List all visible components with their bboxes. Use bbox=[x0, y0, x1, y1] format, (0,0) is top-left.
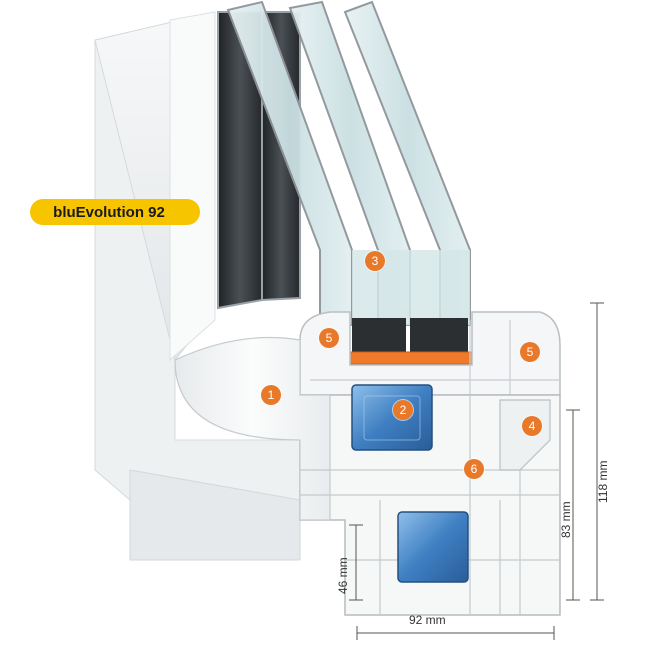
marker-5-right: 5 bbox=[520, 342, 540, 362]
frame-inner-lip bbox=[169, 11, 216, 362]
dimension-46-label: 46 mm bbox=[336, 557, 350, 594]
sash-profile bbox=[299, 311, 561, 396]
dimension-lines bbox=[349, 302, 604, 640]
marker-1: 1 bbox=[261, 385, 281, 405]
wall-plinth bbox=[129, 469, 301, 561]
spacer-bar-1 bbox=[352, 318, 406, 354]
dimension-118-label: 118 mm bbox=[596, 460, 610, 503]
marker-6: 6 bbox=[464, 459, 484, 479]
spacer-bar-2 bbox=[410, 318, 468, 354]
product-name: bluEvolution 92 bbox=[53, 203, 165, 221]
marker-4: 4 bbox=[522, 416, 542, 436]
steel-reinforcement-frame bbox=[397, 511, 469, 583]
marker-3: 3 bbox=[365, 251, 385, 271]
dimension-83-label: 83 mm bbox=[559, 501, 573, 538]
steel-reinforcement-sash bbox=[351, 384, 433, 451]
steel-insert-hole bbox=[363, 395, 421, 441]
frame-profile-left bbox=[174, 336, 331, 521]
dimension-width-label: 92 mm bbox=[409, 613, 446, 627]
marker-5-left: 5 bbox=[319, 328, 339, 348]
product-name-badge: bluEvolution 92 bbox=[30, 199, 200, 225]
sash-chambers bbox=[310, 320, 560, 395]
gasket-orange bbox=[339, 351, 473, 365]
marker-2: 2 bbox=[393, 400, 413, 420]
